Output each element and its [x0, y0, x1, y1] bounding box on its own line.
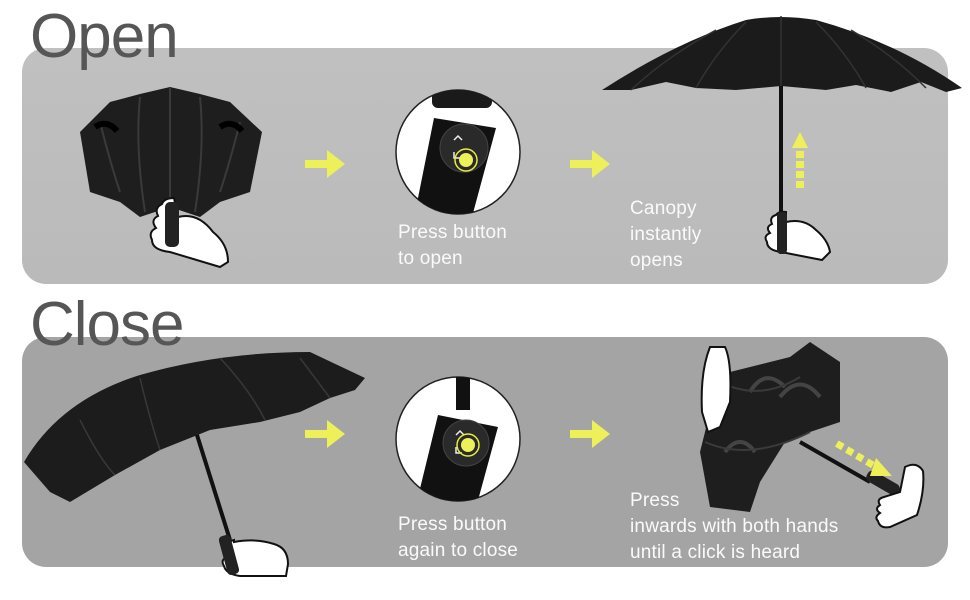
caption-line: Press: [630, 490, 680, 511]
caption-line: Press button: [398, 514, 508, 535]
up-arrow-icon: [792, 132, 808, 188]
caption-line: inwards with both hands: [630, 516, 839, 537]
caption-line: Press button: [398, 222, 508, 243]
button-closeup-illustration: [395, 89, 521, 215]
right-arrow-icon: [570, 420, 610, 448]
caption-line: again to close: [398, 540, 519, 561]
held-umbrella-illustration: [24, 352, 365, 577]
open-step3-caption: Canopy instantly opens: [630, 196, 702, 274]
right-arrow-icon: [305, 420, 345, 448]
caption-line: to open: [398, 248, 463, 269]
close-step3-caption: Press inwards with both hands until a cl…: [630, 488, 838, 566]
open-step2-caption: Press button to open: [398, 220, 507, 272]
close-step2-caption: Press button again to close: [398, 512, 518, 564]
caption-line: opens: [630, 250, 683, 271]
caption-line: instantly: [630, 224, 702, 245]
caption-line: until a click is heard: [630, 542, 801, 563]
right-arrow-icon: [305, 150, 345, 178]
folded-umbrella-illustration: [80, 87, 262, 269]
open-umbrella-illustration: [602, 16, 962, 262]
fold-umbrella-illustration: [700, 342, 925, 529]
right-arrow-icon: [570, 150, 610, 178]
caption-line: Canopy: [630, 198, 697, 219]
diagonal-arrow-icon: [835, 440, 892, 476]
open-section-title: Open: [30, 2, 179, 71]
close-section-title: Close: [30, 290, 185, 359]
button-closeup-illustration: [395, 376, 521, 502]
